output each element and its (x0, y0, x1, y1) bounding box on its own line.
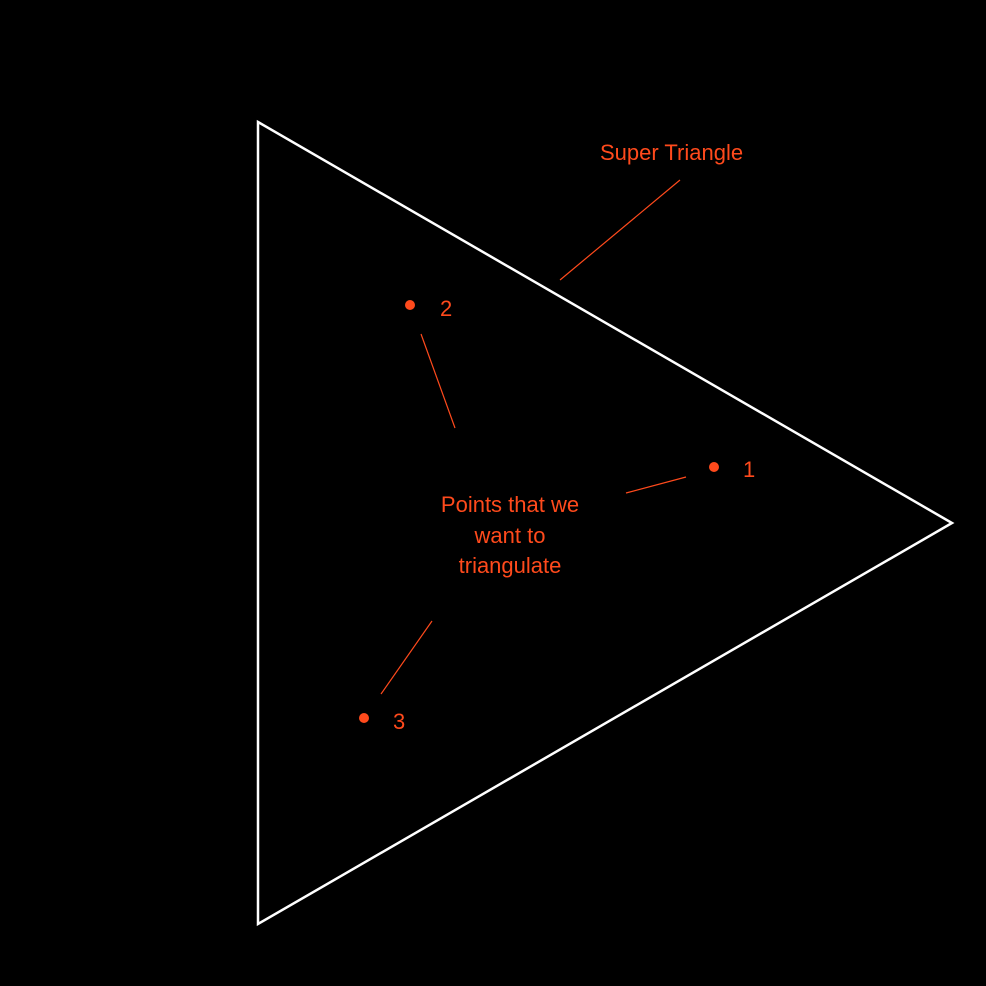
point-2-marker (405, 300, 415, 310)
super-triangle-leader-line (559, 179, 681, 281)
point-3-label: 3 (393, 709, 405, 734)
caption-leader-to-point-1 (625, 476, 687, 494)
point-3-marker (359, 713, 369, 723)
points-caption-line-2: want to (474, 523, 546, 548)
points-caption-line-1: Points that we (441, 492, 579, 517)
point-1-label: 1 (743, 457, 755, 482)
super-triangle (256, 119, 955, 927)
point-2-label: 2 (440, 296, 452, 321)
points-caption-line-3: triangulate (459, 553, 562, 578)
point-1-marker (709, 462, 719, 472)
super-triangle-label: Super Triangle (600, 140, 743, 165)
caption-leader-to-point-2 (420, 333, 456, 429)
caption-leader-to-point-3 (380, 620, 433, 695)
